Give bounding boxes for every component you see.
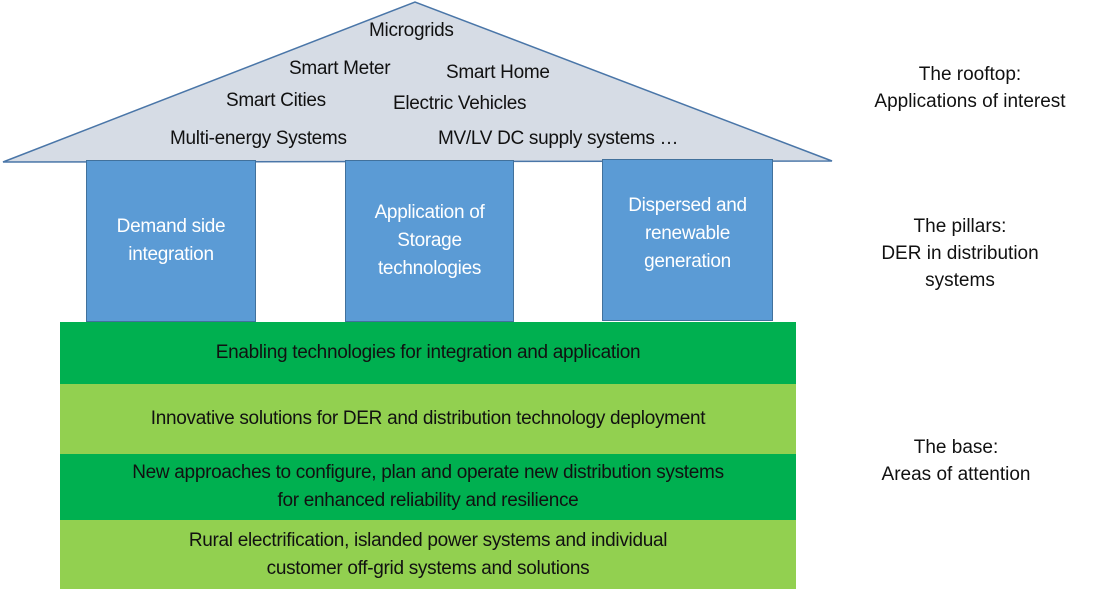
base-band-innovative-solutions: Innovative solutions for DER and distrib… — [60, 384, 796, 454]
side-label-title: The pillars: — [913, 216, 1007, 237]
side-label-subtitle: DER in distribution — [881, 243, 1039, 264]
roof-item-smart-home: Smart Home — [446, 62, 550, 83]
pillar-storage-technologies: Application of Storage technologies — [345, 160, 514, 322]
pillar-label-line: Application of — [374, 202, 485, 223]
base-band-rural-electrification: Rural electrification, islanded power sy… — [60, 520, 796, 589]
side-label-pillars: The pillars: DER in distribution systems — [830, 213, 1090, 294]
base-band-text: Rural electrification, islanded power sy… — [188, 529, 668, 551]
pillar-label-line: technologies — [377, 258, 482, 279]
pillar-label-line: integration — [128, 244, 214, 265]
base-band-text: for enhanced reliability and resilience — [277, 490, 579, 511]
base-band-new-approaches: New approaches to configure, plan and op… — [60, 454, 796, 520]
pillar-dispersed-renewable-generation: Dispersed and renewable generation — [602, 159, 773, 321]
side-label-title: The base: — [913, 437, 999, 458]
side-label-base: The base: Areas of attention — [826, 434, 1086, 488]
base-band-text: Innovative solutions for DER and distrib… — [150, 408, 706, 429]
roof-item-smart-meter: Smart Meter — [289, 58, 391, 79]
roof-item-electric-vehicles: Electric Vehicles — [393, 93, 527, 114]
side-label-rooftop: The rooftop: Applications of interest — [840, 61, 1100, 115]
roof-item-smart-cities: Smart Cities — [226, 90, 326, 111]
base-band-text: New approaches to configure, plan and op… — [132, 462, 724, 483]
roof-item-mv-lv-dc-supply: MV/LV DC supply systems … — [438, 128, 679, 149]
pillar-label-line: renewable — [645, 223, 730, 244]
roof-item-microgrids: Microgrids — [369, 20, 454, 41]
side-label-subtitle: systems — [925, 270, 995, 291]
base-band-enabling-technologies: Enabling technologies for integration an… — [60, 322, 796, 384]
pillar-label-line: Demand side — [116, 216, 226, 237]
pillar-demand-side-integration: Demand side integration — [86, 160, 256, 322]
base-band-text: Enabling technologies for integration an… — [215, 342, 641, 363]
side-label-subtitle: Applications of interest — [874, 91, 1066, 112]
pillar-label-line: generation — [644, 251, 731, 272]
base-band-text: customer off-grid systems and solutions — [266, 557, 590, 579]
side-label-title: The rooftop: — [918, 64, 1022, 85]
side-label-subtitle: Areas of attention — [881, 464, 1031, 485]
roof-item-multi-energy-systems: Multi-energy Systems — [170, 128, 347, 149]
pillar-label-line: Dispersed and — [628, 195, 747, 216]
pillar-label-line: Storage — [397, 230, 462, 251]
